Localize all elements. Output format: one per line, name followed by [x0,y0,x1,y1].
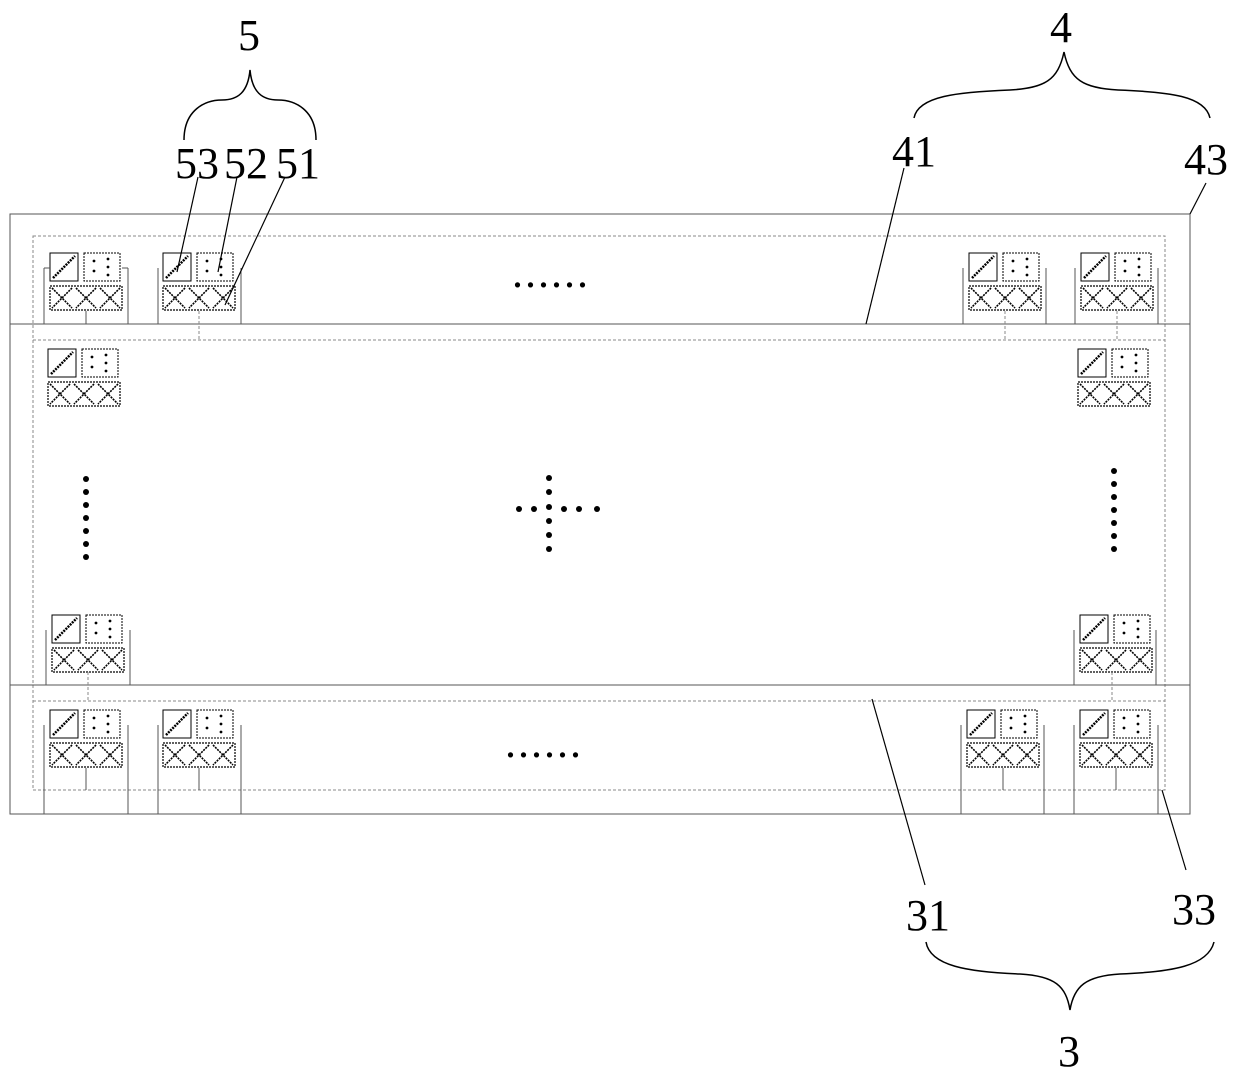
label-5: 5 [238,11,260,60]
label-33: 33 [1172,885,1216,934]
label-51: 51 [276,139,320,188]
middle-units [46,349,1156,701]
bottom-row-ellipsis: ...... [505,718,583,767]
brace-5 [184,70,316,140]
top-row-ellipsis: ...... [512,248,590,297]
label-52: 52 [224,139,268,188]
label-43: 43 [1184,135,1228,184]
label-31: 31 [906,891,950,940]
label-3: 3 [1058,1027,1080,1076]
top-row-units [44,253,1158,340]
brace-4 [914,52,1210,118]
bottom-row-units [44,710,1158,814]
display-area-outline [33,236,1165,790]
leader-lines [177,168,1206,885]
label-53: 53 [175,139,219,188]
brace-3 [926,942,1214,1010]
label-4: 4 [1050,3,1072,52]
ellipsis-dots [83,468,1117,560]
label-41: 41 [892,127,936,176]
